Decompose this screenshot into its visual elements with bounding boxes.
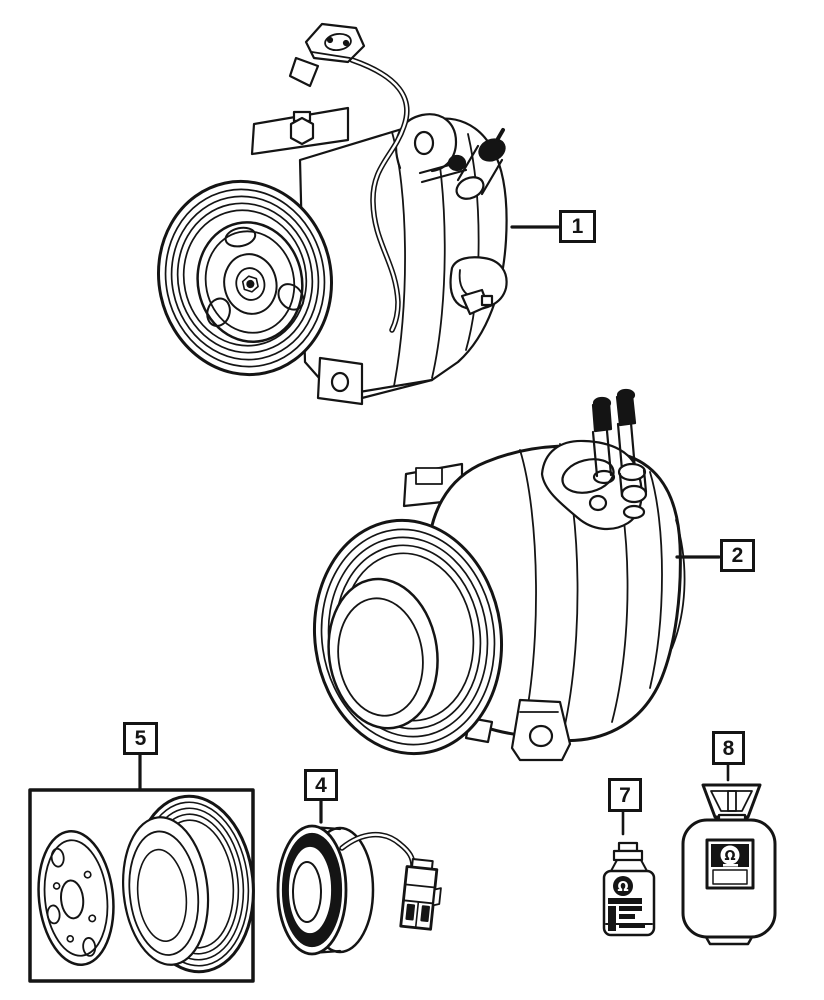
clutch-pulley-kit-box [28, 788, 255, 983]
coil-connector-plug [399, 858, 442, 931]
callout-4[interactable]: 4 [304, 769, 338, 801]
mopar-logo-icon: Ω [720, 845, 740, 867]
callout-5[interactable]: 5 [123, 722, 158, 755]
kit-pulley-drawing [121, 794, 255, 974]
callout-4-number: 4 [315, 773, 327, 797]
clutch-coil-drawing [276, 824, 442, 956]
omega-glyph: Ω [617, 880, 628, 895]
ac-compressor-1-drawing [156, 22, 508, 406]
callout-2-number: 2 [731, 544, 744, 567]
callout-1-number: 1 [571, 215, 584, 238]
callout-7-number: 7 [619, 783, 631, 807]
ac-compressor-2-drawing [312, 388, 686, 762]
callout-1[interactable]: 1 [559, 210, 596, 243]
oil-bottle-drawing: Ω [602, 841, 656, 937]
callout-2[interactable]: 2 [720, 539, 755, 572]
bottle-label-text-bars [608, 898, 645, 931]
callout-7[interactable]: 7 [608, 778, 642, 812]
omega-glyph: Ω [724, 849, 735, 864]
callout-8[interactable]: 8 [712, 731, 745, 765]
refrigerant-jug-drawing: Ω [681, 783, 777, 946]
mopar-logo-icon: Ω [613, 876, 633, 896]
callout-5-number: 5 [134, 727, 147, 750]
callout-8-number: 8 [722, 736, 735, 760]
clutch-plate-drawing [37, 830, 115, 966]
